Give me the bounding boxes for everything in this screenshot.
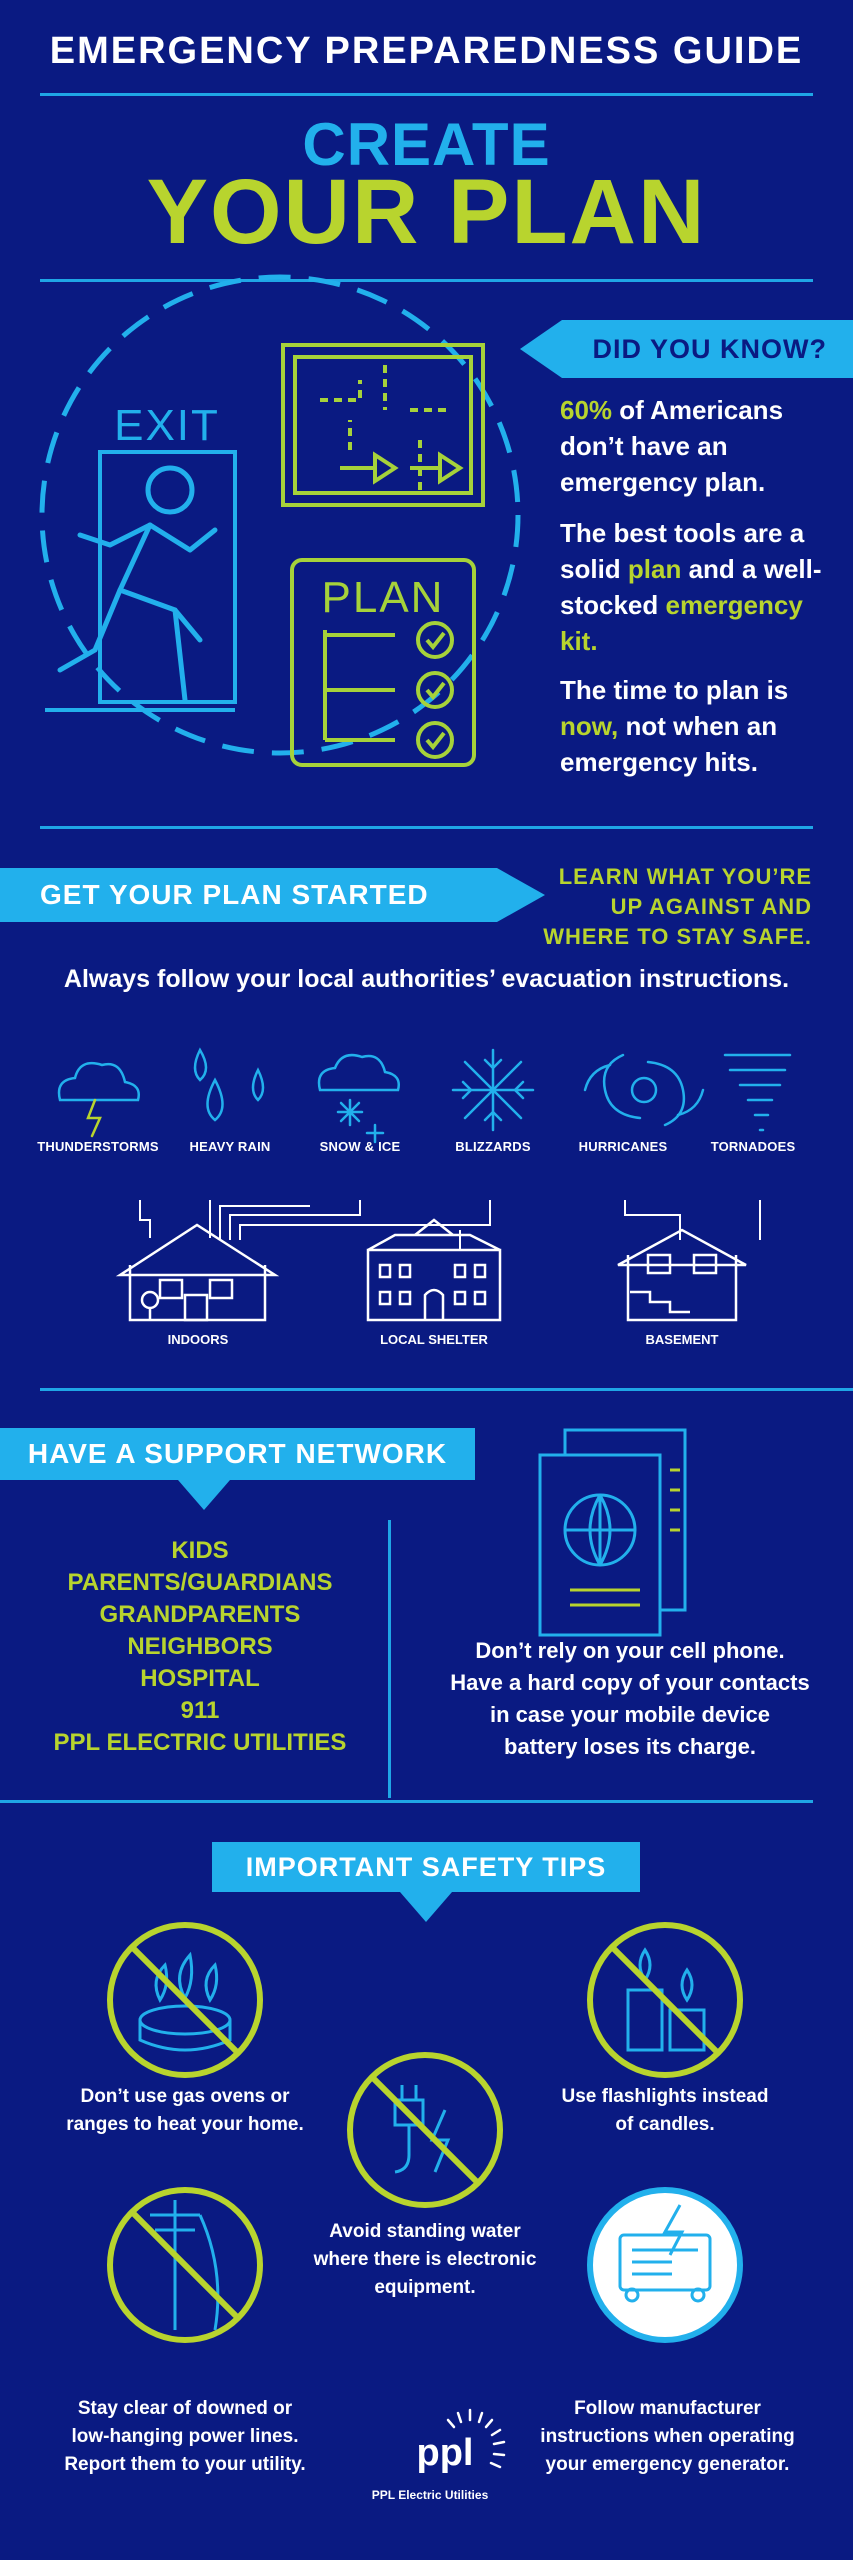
fact-3-now: now,	[560, 711, 619, 741]
support-item: NEIGHBORS	[127, 1633, 273, 1660]
divider-top	[40, 93, 813, 96]
plan-sign-text: PLAN	[322, 573, 445, 622]
generator-icon	[587, 2187, 743, 2343]
house-indoors-icon	[115, 1223, 280, 1322]
floor-plan-icon	[281, 343, 485, 507]
hurricane-icon	[583, 1053, 705, 1127]
hazard-label-blizzards: BLIZZARDS	[455, 1139, 531, 1154]
fact-2-kit: emergency kit.	[560, 590, 803, 656]
did-you-know-banner: DID YOU KNOW?	[520, 320, 853, 378]
support-item: PPL ELECTRIC UTILITIES	[53, 1729, 347, 1756]
fact-1: 60% of Americans don’t have an emergency…	[560, 392, 830, 500]
fact-2-plan: plan	[627, 554, 682, 584]
learn-line-2: UP AGAINST AND	[610, 894, 812, 919]
learn-line-3: WHERE TO STAY SAFE.	[543, 924, 812, 949]
divider-plan	[40, 826, 813, 829]
hazard-label-thunderstorms: THUNDERSTORMS	[37, 1139, 159, 1154]
safety-tip-power-lines: Stay clear of downed or low-hanging powe…	[64, 2398, 306, 2475]
safety-tip-standing-water: Avoid standing water where there is elec…	[313, 2221, 537, 2298]
hazard-label-tornadoes: TORNADOES	[710, 1139, 796, 1154]
safety-banner-pointer	[400, 1892, 452, 1922]
safety-tip-gas-oven: Don’t use gas ovens or ranges to heat yo…	[66, 2086, 304, 2135]
fact-3-text-b: not when an emergency hits.	[560, 711, 778, 777]
divider-support	[40, 1388, 853, 1391]
support-banner-pointer	[178, 1480, 230, 1510]
fact-3-text-a: The time to plan is	[560, 675, 789, 705]
evacuation-instruction: Always follow your local authorities’ ev…	[63, 965, 790, 993]
support-note-line: battery loses its charge.	[504, 1734, 756, 1759]
hazard-label-snow-ice: SNOW & ICE	[319, 1139, 401, 1154]
no-standing-water-icon	[347, 2052, 503, 2208]
location-label-indoors: INDOORS	[167, 1332, 229, 1347]
snow-ice-icon	[317, 1053, 400, 1144]
local-shelter-icon	[366, 1218, 502, 1322]
thunderstorm-icon	[57, 1061, 140, 1138]
fact-1-highlight: 60%	[560, 395, 613, 425]
blizzard-icon	[451, 1048, 535, 1132]
support-network-banner: HAVE A SUPPORT NETWORK	[0, 1428, 475, 1480]
no-gas-oven-icon	[107, 1922, 263, 2078]
safety-tip-generator: Follow manufacturer instructions when op…	[540, 2398, 795, 2475]
hazard-label-heavy-rain: HEAVY RAIN	[189, 1139, 271, 1154]
no-candles-icon	[587, 1922, 743, 2078]
dashed-circle	[39, 274, 521, 756]
learn-line-1: LEARN WHAT YOU’RE	[558, 864, 812, 889]
safety-tip-icons	[107, 1922, 743, 2343]
location-label-basement: BASEMENT	[645, 1332, 719, 1347]
tornado-icon	[723, 1053, 792, 1132]
support-item: PARENTS/GUARDIANS	[67, 1569, 333, 1596]
exit-door-icon	[98, 450, 237, 704]
exit-plan-illustration: EXIT PLAN	[39, 274, 521, 767]
ppl-logo-text: ppl	[416, 2432, 474, 2474]
divider-header	[40, 279, 813, 282]
plan-checklist-icon	[290, 558, 476, 767]
support-list: KIDS PARENTS/GUARDIANS GRANDPARENTS NEIG…	[40, 1535, 360, 1759]
heavy-rain-icon	[193, 1047, 265, 1122]
fact-2-text-b: and a well-stocked	[560, 554, 822, 620]
exit-sign-text: EXIT	[114, 401, 220, 450]
hazard-icons	[57, 1047, 792, 1322]
safety-tips-banner: IMPORTANT SAFETY TIPS	[212, 1842, 640, 1892]
learn-text: LEARN WHAT YOU’RE UP AGAINST AND WHERE T…	[500, 862, 812, 952]
divider-safety	[0, 1800, 813, 1803]
support-note-line: Don’t rely on your cell phone.	[475, 1638, 785, 1663]
support-note-line: Have a hard copy of your contacts	[450, 1670, 810, 1695]
location-label-shelter: LOCAL SHELTER	[380, 1332, 488, 1347]
guide-title: EMERGENCY PREPAREDNESS GUIDE	[49, 30, 804, 72]
support-note: Don’t rely on your cell phone. Have a ha…	[410, 1635, 850, 1763]
contact-documents-icon	[538, 1428, 687, 1637]
no-power-lines-icon	[107, 2187, 263, 2343]
fact-2: The best tools are a solid plan and a we…	[560, 515, 830, 659]
basement-icon	[617, 1228, 747, 1322]
running-person-icon	[57, 465, 218, 703]
hazard-label-hurricanes: HURRICANES	[578, 1139, 668, 1154]
plan-started-banner: GET YOUR PLAN STARTED	[0, 868, 545, 922]
support-note-line: in case your mobile device	[489, 1702, 770, 1727]
support-divider-vertical	[388, 1520, 391, 1798]
support-item: HOSPITAL	[140, 1665, 260, 1692]
ppl-logo-burst-icon	[446, 2408, 506, 2469]
support-item: GRANDPARENTS	[99, 1601, 301, 1628]
your-plan-heading: YOUR PLAN	[146, 161, 707, 263]
fact-3: The time to plan is now, not when an eme…	[560, 672, 830, 780]
fact-1-text: of Americans don’t have an emergency pla…	[560, 395, 784, 497]
safety-tip-candles: Use flashlights instead of candles.	[561, 2086, 769, 2135]
fact-2-text-a: The best tools are a solid	[560, 518, 805, 584]
create-heading: CREATE	[302, 111, 551, 178]
ppl-logo-caption: PPL Electric Utilities	[371, 2488, 489, 2502]
support-item: KIDS	[171, 1537, 229, 1564]
support-item: 911	[180, 1697, 220, 1724]
